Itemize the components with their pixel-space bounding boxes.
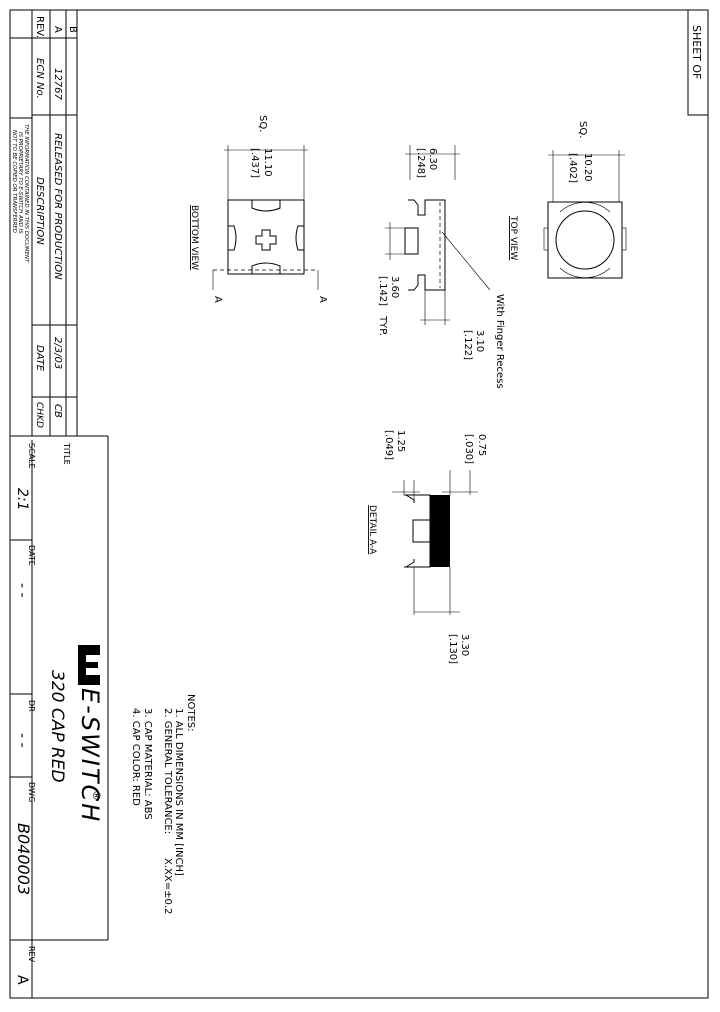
dwg-label: DWG [27,782,36,802]
rev-row-b: B [67,26,78,33]
side-view: 6.30 [.248] 3.60 [.142] TYP. 3.10 [.122]… [377,145,505,389]
eswitch-logo: E-SWITCH ® [76,645,104,823]
confidential-line-2: IS PROPRIETARY TO E-SWITCH AND IS [17,132,23,234]
section-a-right: A [317,296,328,303]
detail-wall-mm: 0.75 [476,434,487,456]
rev-row-rev: A [52,26,63,33]
note-2: 2. GENERAL TOLERANCE: [162,708,173,834]
detail-lip-in: [.049] [383,430,394,460]
rev-row-description: RELEASED FOR PRODUCTION [52,133,63,280]
top-view-outline [547,201,623,279]
rev-row-ecn: 12767 [52,68,63,100]
bottom-view-cross [255,229,277,251]
dr-label: DR [27,700,36,712]
section-a-left: A [212,296,223,303]
rev-value: A [14,975,30,985]
dwg-value: B040003 [14,823,33,895]
bottom-view-label: BOTTOM VIEW [189,205,199,270]
title-label: TITLE [62,442,71,465]
detail-label: DETAIL A-A [367,505,377,555]
detail-a-a: 0.75 [.030] 1.25 [.049] 3.30 [.130] DETA… [367,430,487,664]
confidential-line-1: THE INFORMATION CONTAINED IN THIS DOCUME… [23,124,29,263]
top-view-recess-circle [555,210,615,270]
detail-cap-wall [430,495,450,567]
bottom-view-outline [227,199,305,275]
note-4: 4. CAP COLOR: RED [130,708,141,806]
side-view-stem-in: [.142] [377,276,388,306]
note-1: 1. ALL DIMENSIONS IN MM [INCH] [173,708,184,876]
bottom-view-sq: SQ. [257,115,268,132]
revision-block: REV. ECN No. DESCRIPTION DATE CHKD A 127… [10,10,108,437]
top-view: SQ. 10.20 [.402] TOP VIEW [508,121,627,279]
detail-wall-in: [.030] [463,434,474,464]
logo-registered-mark: ® [90,790,103,801]
side-view-callout: With Finger Recess [494,294,505,389]
side-view-stem-mm: 3.60 [389,276,400,298]
description-column-header: DESCRIPTION [34,177,45,245]
detail-lip-mm: 1.25 [395,430,406,452]
top-view-sq: SQ. [577,121,588,138]
bottom-view: SQ. 11.10 [.437] BOTTOM VIEW A A [189,115,328,303]
bottom-view-dim-mm: 11.10 [262,148,273,177]
bottom-view-dim-in: [.437] [249,148,260,178]
scale-label: SCALE [27,443,36,469]
detail-depth-in: [.130] [447,634,458,664]
logo-text: E-SWITCH [76,688,104,823]
note-2-tolerance: X.XX=±0.2 [162,858,173,914]
rev-row-chkd: CB [52,404,63,418]
rev-label: REV [27,946,36,963]
detail-depth-mm: 3.30 [459,634,470,656]
side-view-recess-mm: 3.10 [474,330,485,352]
title-block: TITLE 320 CAP RED E-SWITCH ® SCALE 2:1 D… [10,436,109,998]
sheet-of-box: SHEET OF [687,10,708,116]
sheet-border [9,9,709,999]
date-column-header: DATE [34,345,45,372]
side-view-height-mm: 6.30 [427,148,438,170]
side-view-recess-in: [.122] [462,330,473,360]
note-3: 3. CAP MATERIAL: ABS [142,708,153,820]
confidential-line-3: NOT TO BE COPIED OR TRANSFERRED [11,130,17,233]
chkd-column-header: CHKD [34,402,44,428]
notes-heading: NOTES: [185,694,196,732]
ecn-column-header: ECN No. [34,58,45,99]
side-view-height-in: [.248] [415,148,426,178]
date-value: - - [14,583,30,598]
date-label: DATE [27,545,36,566]
top-view-dim-in: [.402] [567,153,578,183]
side-view-stem-typ: TYP. [377,315,388,336]
logo-e-mark [78,645,100,685]
title-value: 320 CAP RED [47,670,67,783]
rev-column-header: REV. [34,16,45,38]
notes: NOTES: 1. ALL DIMENSIONS IN MM [INCH] 2.… [130,694,196,914]
dr-value: - - [14,733,30,748]
top-view-dim-mm: 10.20 [582,153,593,182]
top-view-label: TOP VIEW [508,215,518,260]
rev-row-date: 2/3/03 [52,337,63,369]
scale-value: 2:1 [14,488,30,511]
sheet-of-label: SHEET OF [690,25,703,79]
